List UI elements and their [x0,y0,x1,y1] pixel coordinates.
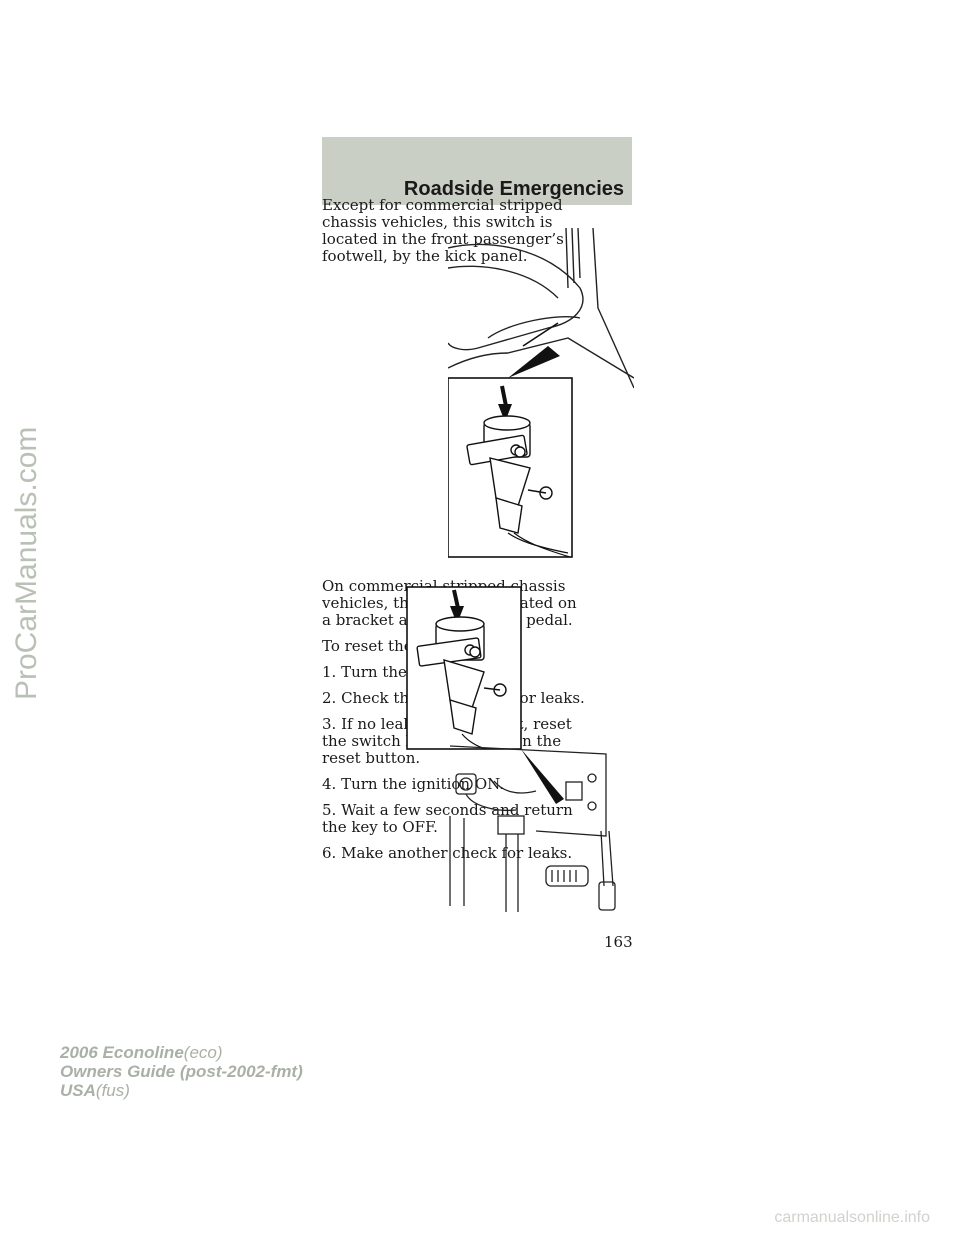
page-number: 163 [604,933,633,951]
footer-market-code: (fus) [95,1081,130,1100]
section-header: Roadside Emergencies [322,137,632,205]
section-title: Roadside Emergencies [403,178,624,200]
step-item: 5. Wait a few seconds and return the key… [322,801,573,836]
kick-panel-switch-illustration [448,228,634,558]
footer-guide: Owners Guide (post-2002-fmt) [60,1062,303,1081]
footer-site-watermark: carmanualsonline.info [774,1209,930,1226]
document-footer: 2006 Econoline(eco) Owners Guide (post-2… [60,1043,303,1100]
footer-model-code: (eco) [183,1043,223,1062]
footer-model: 2006 Econoline [60,1043,184,1062]
footer-market: USA [60,1081,96,1100]
paragraph: Except for commercial stripped chassis v… [322,196,564,265]
brake-pedal-switch-illustration [406,586,616,912]
step-item: 4. Turn the ignition ON. [322,775,505,793]
step-item: 6. Make another check for leaks. [322,844,573,862]
watermark-text: ProCarManuals.com [10,426,43,700]
passenger-footwell-text: Except for commercial stripped chassis v… [322,197,586,274]
